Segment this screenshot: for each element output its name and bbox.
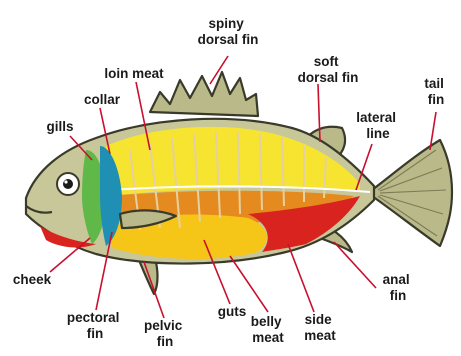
spiny-dorsal-fin-shape	[150, 72, 258, 116]
label-pelvic-fin: pelvic fin	[144, 318, 186, 349]
label-guts: guts	[218, 304, 247, 319]
label-tail-fin: tail fin	[424, 76, 447, 107]
label-belly-meat: belly meat	[251, 314, 286, 345]
label-spiny-dorsal-fin: spiny dorsal fin	[198, 16, 259, 47]
label-pectoral-fin: pectoral fin	[67, 310, 123, 341]
label-gills: gills	[46, 119, 73, 134]
label-loin-meat: loin meat	[104, 66, 164, 81]
label-anal-fin: anal fin	[383, 272, 414, 303]
label-side-meat: side meat	[304, 312, 336, 343]
label-soft-dorsal-fin: soft dorsal fin	[298, 54, 359, 85]
fish-eye-icon	[57, 173, 79, 195]
label-lateral-line: lateral line	[356, 110, 400, 141]
label-cheek: cheek	[13, 272, 52, 287]
label-collar: collar	[84, 92, 121, 107]
